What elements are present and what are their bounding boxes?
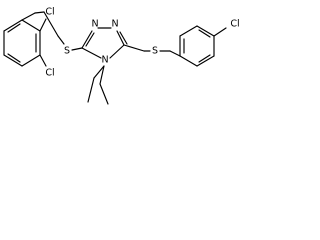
- n-atom-ring-top: N: [91, 19, 98, 30]
- cl-atom-top-left: Cl: [45, 7, 54, 18]
- s-atom-left: S: [64, 46, 70, 57]
- bond: [81, 30, 93, 49]
- bond: [116, 30, 125, 46]
- bond: [213, 27, 227, 37]
- n-atom-ring-bottom: N: [101, 55, 108, 66]
- bond: [99, 65, 105, 85]
- double-bond-inner: [7, 23, 21, 33]
- triazole-ring: [81, 27, 128, 59]
- double-bond-inner: [119, 31, 128, 45]
- bond: [196, 55, 215, 67]
- bond: [81, 47, 102, 59]
- bond: [43, 11, 59, 37]
- cl-atom-right: Cl: [230, 19, 239, 30]
- bond: [21, 54, 41, 67]
- s-atom-right: S: [152, 46, 158, 57]
- bond: [87, 77, 95, 103]
- dichlorophenyl-ring: [3, 19, 41, 67]
- bond: [3, 19, 23, 32]
- cl-atom-bottom-left: Cl: [45, 68, 54, 79]
- bond: [39, 18, 47, 32]
- bond: [39, 54, 47, 67]
- bond: [71, 47, 83, 51]
- bond: [109, 44, 125, 59]
- bond: [123, 44, 145, 52]
- double-bond-inner: [7, 53, 21, 63]
- double-bond-inner: [198, 29, 211, 38]
- double-bond-inner: [198, 54, 211, 63]
- double-bond-inner: [85, 32, 95, 47]
- bond: [34, 11, 45, 14]
- n-atom-ring-right: N: [111, 19, 118, 30]
- bond: [99, 83, 109, 105]
- bond: [57, 35, 65, 45]
- bond: [196, 25, 215, 37]
- bond: [21, 19, 41, 32]
- chlorophenyl-ring: [179, 25, 215, 67]
- bond: [3, 54, 23, 67]
- bond: [169, 50, 181, 57]
- bond: [179, 55, 198, 67]
- bond: [93, 65, 105, 79]
- bond: [21, 12, 36, 21]
- bond: [179, 25, 198, 37]
- structural-formula: Cl Cl S N N N S Cl: [3, 7, 240, 105]
